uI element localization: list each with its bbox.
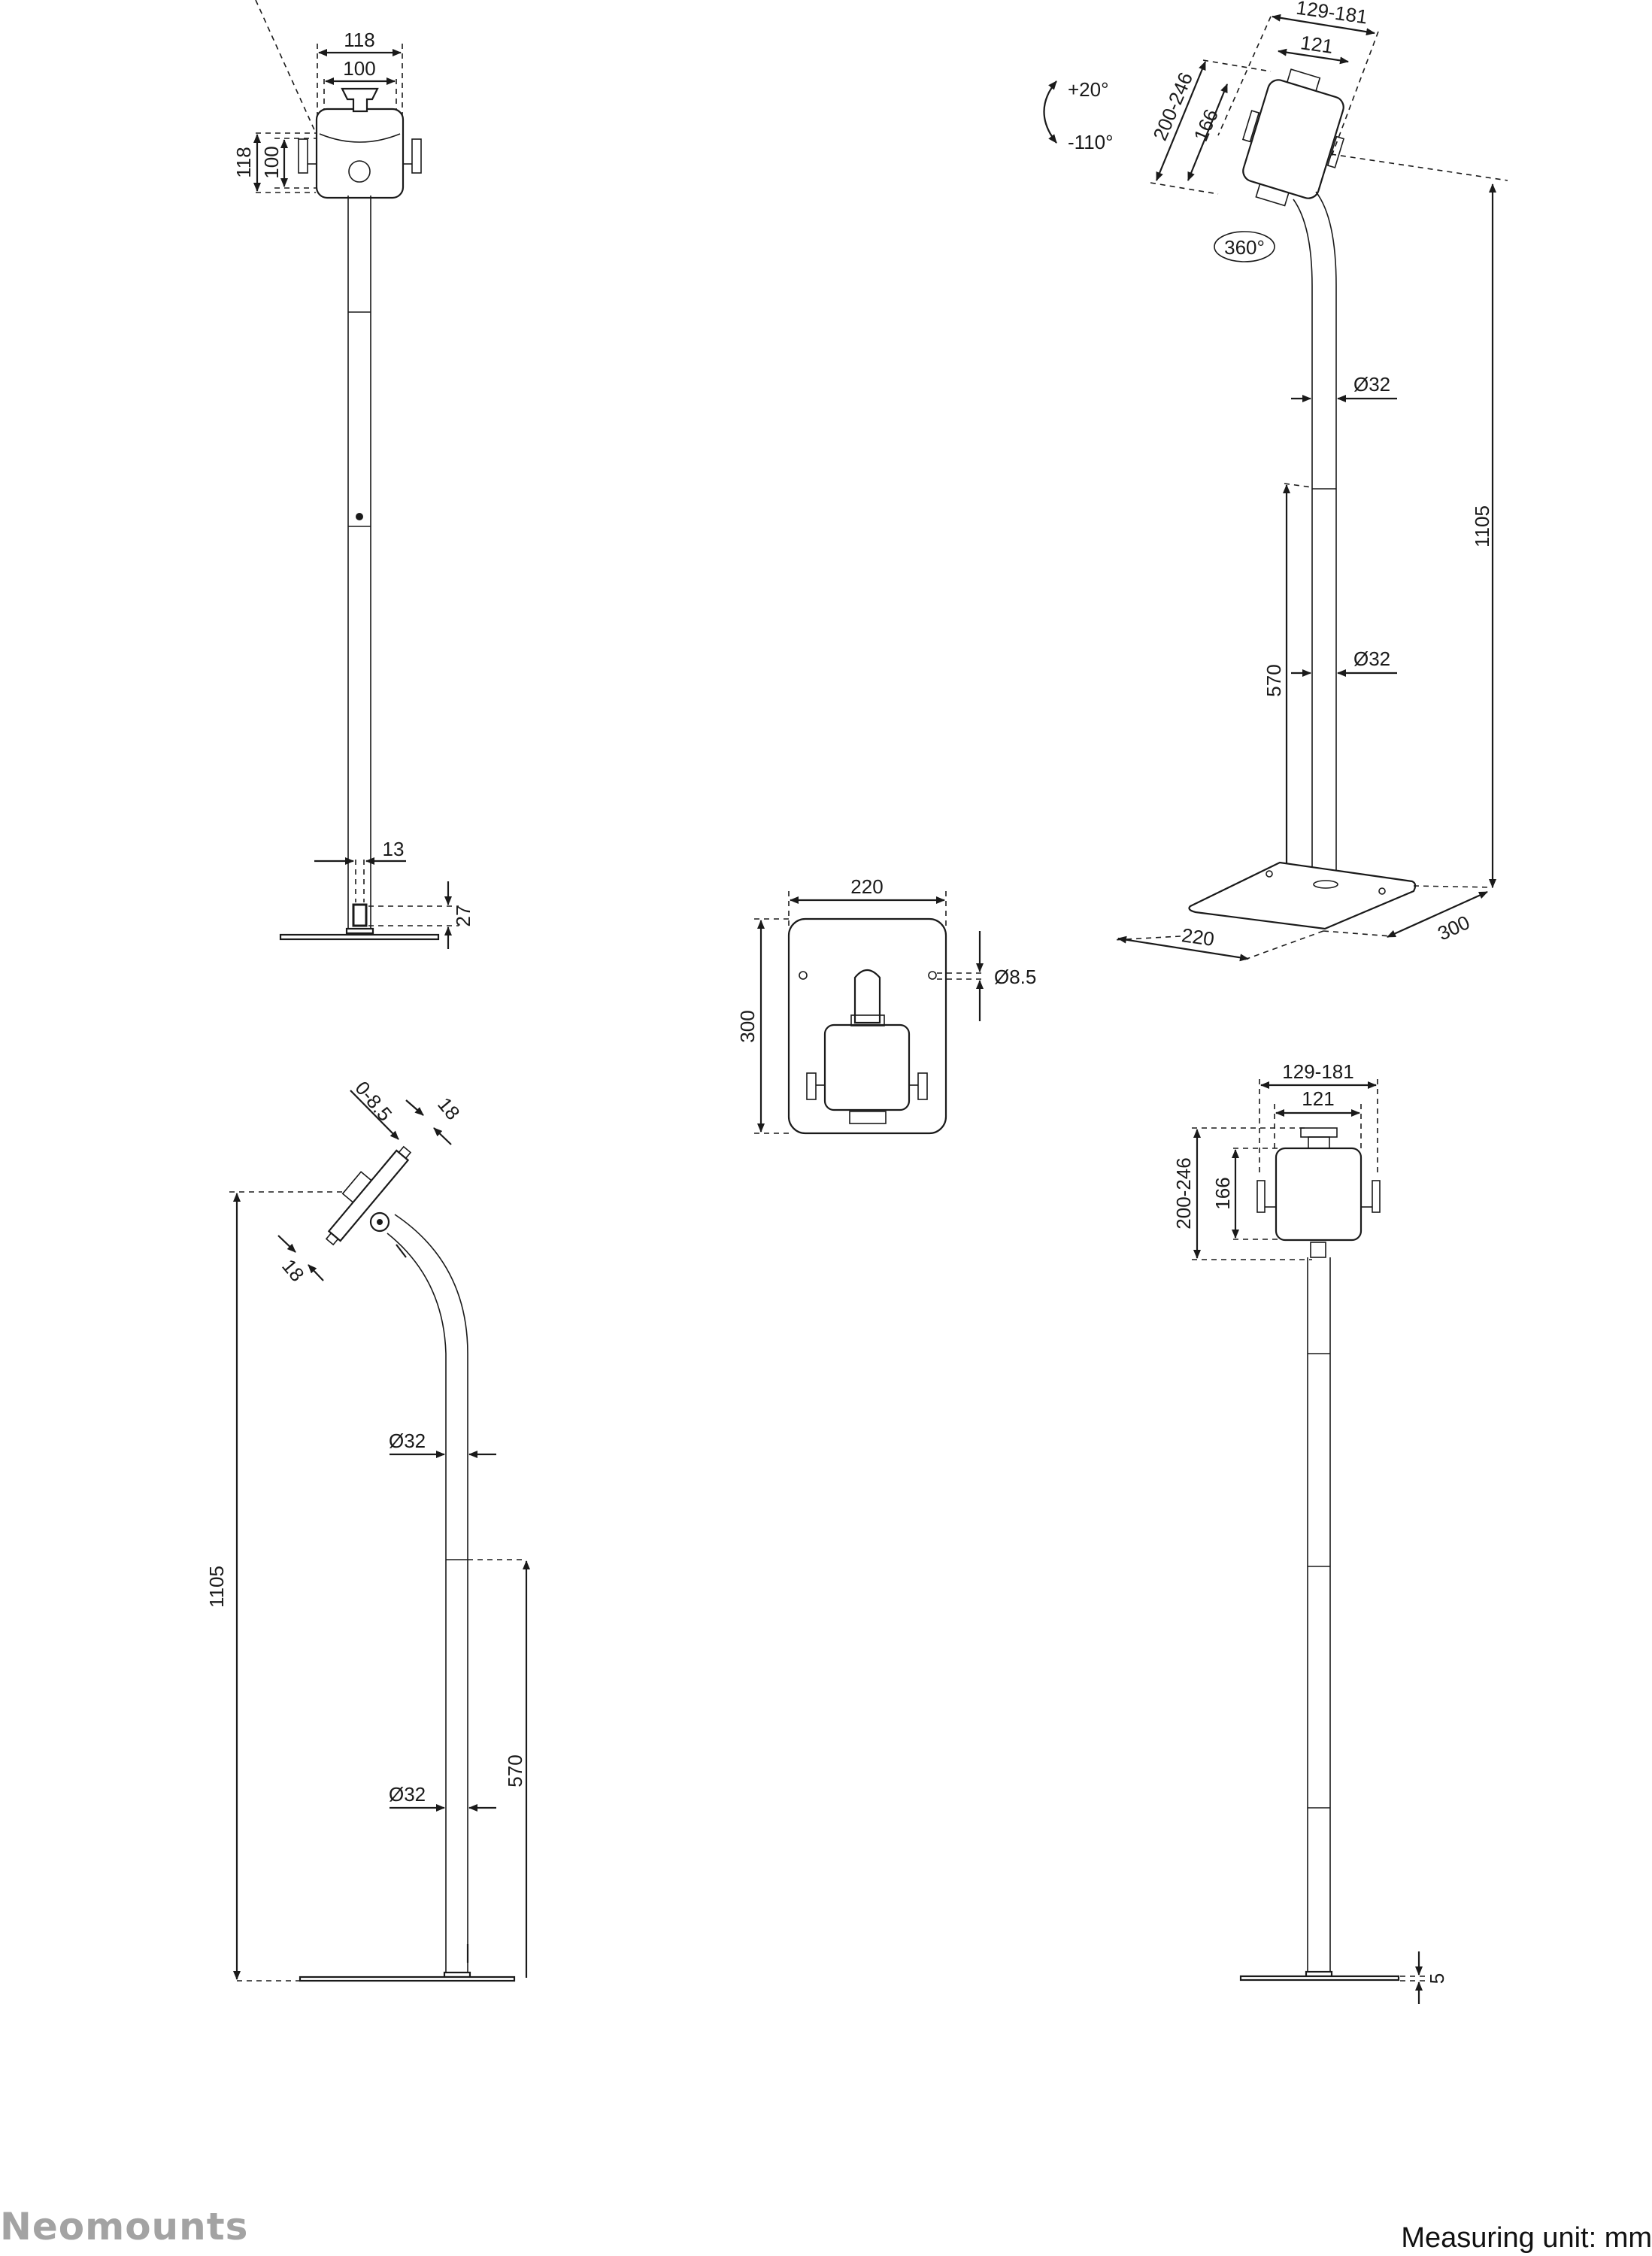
dim-lower-section-height: 570	[1262, 664, 1285, 696]
dim-cable-slot-height: 27	[452, 905, 474, 927]
dim-total-height: 1105	[1471, 505, 1493, 547]
dim-depth-range: 0-8.5	[350, 1077, 396, 1126]
dim-bracket-width-outer: 118	[344, 29, 374, 51]
rotation-label: 360°	[1224, 236, 1265, 259]
dim-front-holder-height: 166	[1211, 1177, 1234, 1209]
dim-base-width: 220	[1181, 923, 1216, 951]
dim-side-total-height: 1105	[205, 1566, 228, 1608]
dim-side-pole-diameter-lower: Ø32	[389, 1783, 426, 1806]
dim-clamp-bottom: 18	[277, 1254, 309, 1285]
dim-pole-diameter-lower: Ø32	[1353, 647, 1390, 670]
dim-front-holder-width: 121	[1302, 1087, 1334, 1110]
dim-hole-diameter: Ø8.5	[994, 966, 1036, 988]
dim-holder-height: 166	[1189, 106, 1223, 145]
base-top-view-center: 220 300 Ø8.5	[736, 875, 1036, 1135]
brand-logo: Neomounts	[0, 2205, 249, 2248]
dim-clamp-top: 18	[433, 1093, 465, 1123]
dim-bracket-width-inner: 100	[343, 57, 375, 80]
dim-bracket-height-outer: 118	[232, 147, 255, 177]
dim-base-top-width: 220	[850, 875, 883, 898]
measuring-unit-note: Measuring unit: mm	[1401, 2222, 1652, 2254]
dim-holder-width: 121	[1299, 31, 1335, 58]
dim-base-top-depth: 300	[736, 1010, 759, 1042]
perspective-view-top-right: +20° -110° 360° 129-181 121 200-246 166	[1043, 0, 1508, 962]
dim-front-holder-width-range: 129-181	[1282, 1060, 1353, 1083]
side-view-bottom-left: 0-8.5 18 18 Ø32 Ø32 570 1105	[205, 1077, 530, 1982]
tilt-down-label: -110°	[1068, 131, 1114, 153]
front-view-top-left: 118 100 118 100 13	[232, 0, 474, 949]
dim-side-pole-diameter-upper: Ø32	[389, 1430, 426, 1452]
dim-side-lower-section-height: 570	[504, 1754, 526, 1787]
dim-bracket-height-inner: 100	[260, 146, 283, 178]
dim-base-depth: 300	[1434, 911, 1473, 945]
dim-holder-width-range: 129-181	[1295, 0, 1369, 29]
dim-base-thickness: 5	[1426, 1973, 1448, 1984]
dim-front-holder-height-range: 200-246	[1172, 1157, 1195, 1229]
front-view-bottom-right: 129-181 121 200-246 166 5	[1172, 1060, 1448, 2004]
dim-pole-diameter-upper: Ø32	[1353, 373, 1390, 396]
dim-cable-slot-width: 13	[383, 838, 405, 860]
tilt-up-label: +20°	[1068, 78, 1109, 101]
